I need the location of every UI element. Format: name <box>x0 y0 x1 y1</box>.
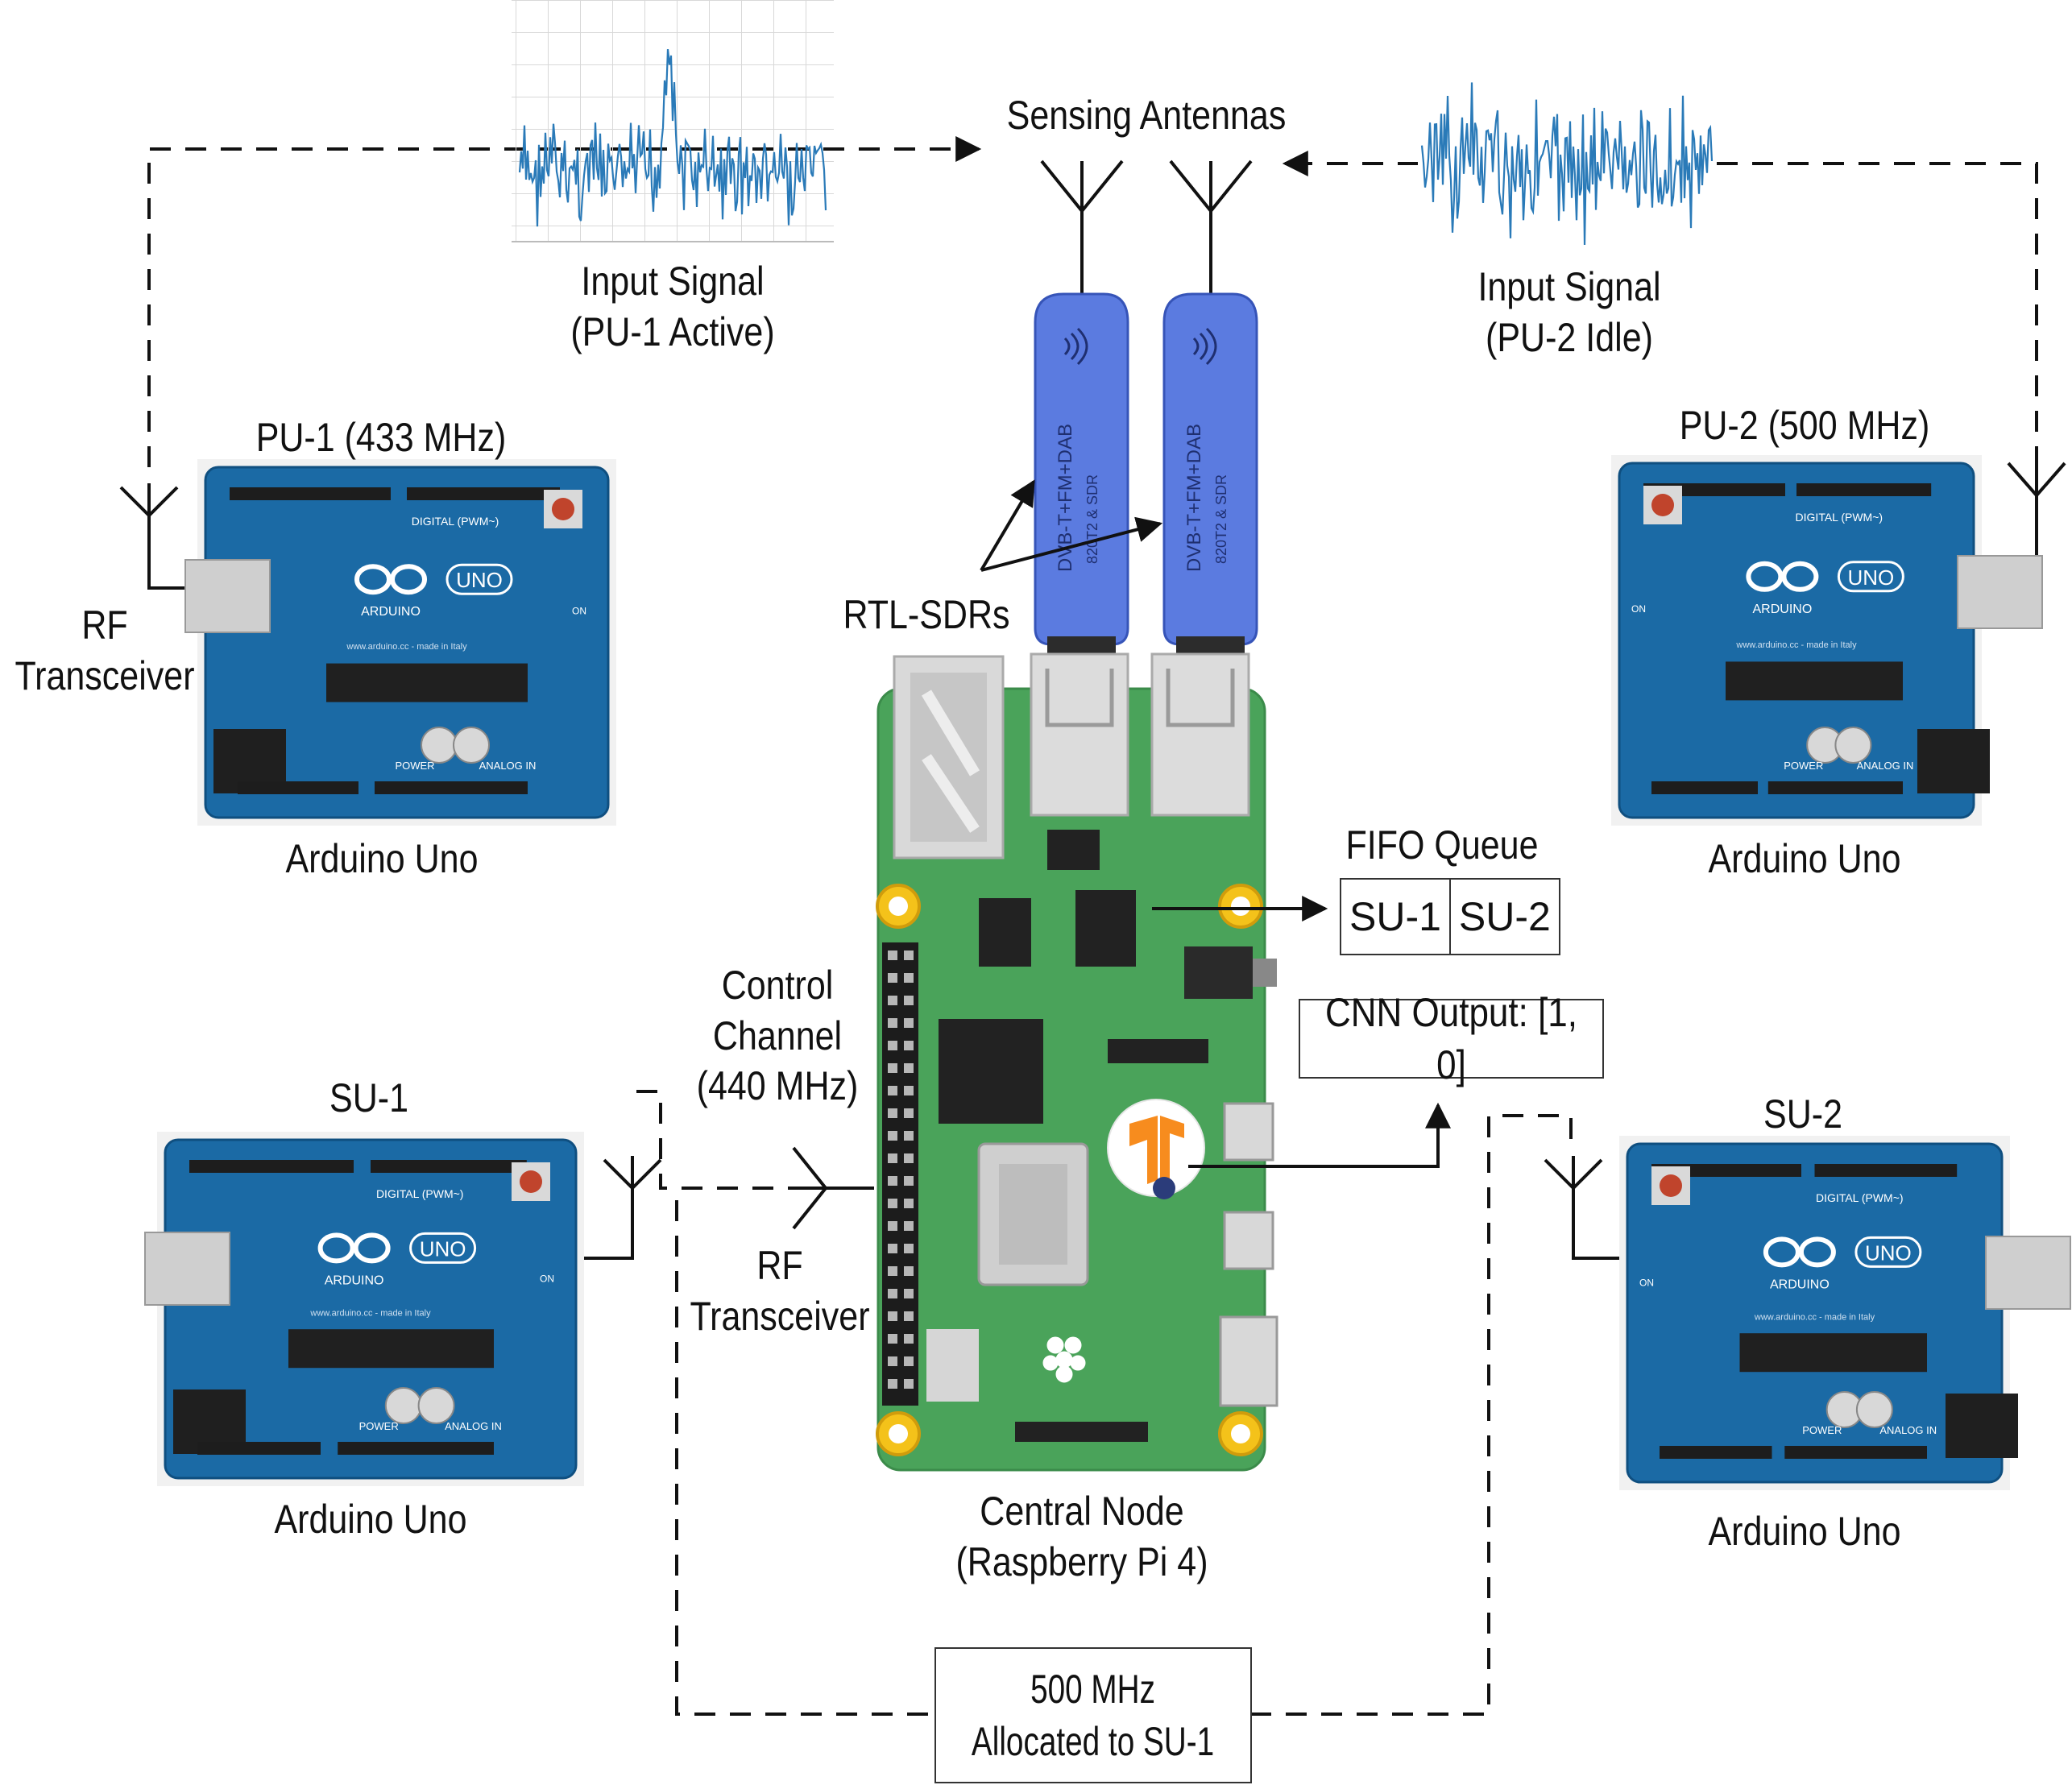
sdr1-model-text: 820T2 & SDR <box>1084 474 1100 564</box>
sensing-antennas-label: Sensing Antennas <box>1006 93 1287 138</box>
allocation-line2: Allocated to SU-1 <box>972 1718 1215 1764</box>
cnn-output-text: CNN Output: [1, 0] <box>1324 989 1578 1087</box>
fifo-item-su2: SU-2 <box>1448 880 1559 954</box>
pu1-arduino-board-arduino-text: ARDUINO <box>361 605 421 619</box>
control-channel-line2: Channel <box>712 1013 843 1058</box>
pu1-arduino-board-power-text: POWER <box>395 760 434 772</box>
su2-arduino-board-arduino-text: ARDUINO <box>1770 1278 1830 1291</box>
signal-plot-pu1 <box>512 0 834 242</box>
pu2-arduino-board-power-text: POWER <box>1784 760 1823 772</box>
pu1-arduino-board: UNO ARDUINO DIGITAL (PWM~) POWER ANALOG IN ww… <box>184 459 616 826</box>
pu1-arduino-board-uno-text: UNO <box>456 568 503 592</box>
rf-transceiver-left-line2: Transceiver <box>15 652 195 698</box>
cnn-output-box: CNN Output: [1, 0] <box>1299 990 1604 1087</box>
su1-arduino-board-on-text: ON <box>540 1273 554 1284</box>
su2-arduino-board-digital-text: DIGITAL (PWM~) <box>1816 1191 1904 1204</box>
su1-arduino-board-power-text: POWER <box>359 1420 399 1432</box>
pu2-antenna <box>1974 459 2066 561</box>
control-channel-label: Control Channel (440 MHz) <box>697 960 859 1112</box>
signal-plot-pu2 <box>1418 82 1716 246</box>
fifo-queue: SU-1 SU-2 <box>1340 878 1560 955</box>
su1-arduino-board: UNO ARDUINO DIGITAL (PWM~) POWER ANALOG IN ww… <box>144 1132 584 1486</box>
pu2-arduino-board-made-in-text: www.arduino.cc - made in Italy <box>1735 640 1857 650</box>
pu1-arduino-board-analog-text: ANALOG IN <box>479 760 537 772</box>
input-signal-pu1-line1: Input Signal <box>581 259 765 304</box>
rf-transceiver-left-label: RF Transceiver <box>15 600 194 701</box>
pu1-arduino-board-digital-text: DIGITAL (PWM~) <box>412 515 499 528</box>
rtl-sdrs-label: RTL-SDRs <box>843 592 1010 637</box>
allocation-box: 500 MHz Allocated to SU-1 <box>934 1647 1252 1783</box>
input-signal-pu2-line2: (PU-2 Idle) <box>1486 314 1653 360</box>
su1-antenna <box>576 1156 662 1260</box>
su2-arduino-board-made-in-text: www.arduino.cc - made in Italy <box>1754 1312 1875 1322</box>
fifo-item-su1: SU-1 <box>1349 894 1441 939</box>
sensing-antenna-1 <box>1040 159 1124 294</box>
allocation-link-right <box>1250 1114 1573 1716</box>
control-channel-line3: (440 MHz) <box>696 1063 859 1108</box>
pu2-arduino-board-analog-text: ANALOG IN <box>1857 760 1914 772</box>
input-signal-pu1-label: Input Signal (PU-1 Active) <box>570 256 774 357</box>
sensing-antenna-2 <box>1169 159 1253 294</box>
input-signal-pu2-label: Input Signal (PU-2 Idle) <box>1477 262 1660 362</box>
allocation-link-left <box>675 1200 936 1716</box>
sdr2-model-text: 820T2 & SDR <box>1213 474 1229 564</box>
pu1-arduino-label: Arduino Uno <box>285 836 479 881</box>
central-node-line1: Central Node <box>980 1489 1184 1534</box>
pu1-arduino-board-made-in-text: www.arduino.cc - made in Italy <box>346 642 467 652</box>
su2-title: SU-2 <box>1763 1091 1842 1137</box>
sdr2-brand-text: DVB-T+FM+DAB <box>1183 424 1205 572</box>
su1-arduino-board-analog-text: ANALOG IN <box>445 1420 502 1432</box>
su2-arduino-board-on-text: ON <box>1639 1277 1654 1288</box>
input-signal-pu1-line2: (PU-1 Active) <box>570 309 775 354</box>
pu2-to-sensing-link <box>1289 162 2038 467</box>
pu2-title: PU-2 (500 MHz) <box>1679 403 1930 448</box>
pu1-title: PU-1 (433 MHz) <box>255 415 507 460</box>
center-rf-antenna <box>789 1146 874 1230</box>
rtl-sdr-arrow-2 <box>980 516 1163 572</box>
su1-arduino-board-digital-text: DIGITAL (PWM~) <box>376 1187 464 1200</box>
pu2-arduino-label: Arduino Uno <box>1708 836 1901 881</box>
su2-arduino-board-power-text: POWER <box>1802 1424 1842 1436</box>
rf-transceiver-center-line1: RF <box>756 1243 803 1288</box>
rf-transceiver-center-line2: Transceiver <box>690 1293 870 1339</box>
rf-transceiver-left-line1: RF <box>81 603 128 648</box>
fifo-queue-title: FIFO Queue <box>1345 822 1539 868</box>
tensorflow-icon <box>1129 1116 1184 1184</box>
central-node-line2: (Raspberry Pi 4) <box>955 1539 1208 1584</box>
tensorflow-to-cnn-arrow <box>1188 1102 1451 1168</box>
su1-title: SU-1 <box>329 1075 408 1120</box>
su1-control-link <box>636 1090 806 1190</box>
su1-arduino-label: Arduino Uno <box>274 1497 467 1542</box>
control-channel-line1: Control <box>721 963 834 1008</box>
su2-antenna <box>1544 1156 1627 1260</box>
chip-icon <box>1153 1177 1175 1199</box>
rtl-sdr-2: DVB-T+FM+DAB 820T2 & SDR <box>1162 292 1258 654</box>
su2-arduino-board-uno-text: UNO <box>1865 1240 1912 1265</box>
raspberry-pi-board <box>876 652 1278 1472</box>
pu2-arduino-board: UNO ARDUINO DIGITAL (PWM~) POWER ANALOG IN ww… <box>1611 455 2043 826</box>
su1-arduino-board-uno-text: UNO <box>420 1236 466 1261</box>
rf-transceiver-center-label: RF Transceiver <box>690 1240 869 1341</box>
central-node-label: Central Node (Raspberry Pi 4) <box>955 1486 1208 1587</box>
pu1-arduino-board-on-text: ON <box>572 606 586 617</box>
input-signal-pu2-line1: Input Signal <box>1477 264 1661 309</box>
pu1-antenna <box>119 483 205 590</box>
pu2-arduino-board-uno-text: UNO <box>1848 565 1895 590</box>
su2-arduino-label: Arduino Uno <box>1708 1509 1901 1554</box>
rtl-sdr-1: DVB-T+FM+DAB 820T2 & SDR <box>1034 292 1129 654</box>
su1-arduino-board-arduino-text: ARDUINO <box>325 1274 384 1287</box>
su2-arduino-board-analog-text: ANALOG IN <box>1879 1424 1937 1436</box>
pu2-arduino-board-digital-text: DIGITAL (PWM~) <box>1796 511 1883 524</box>
su1-arduino-board-made-in-text: www.arduino.cc - made in Italy <box>309 1308 431 1318</box>
su2-arduino-board: UNO ARDUINO DIGITAL (PWM~) POWER ANALOG IN ww… <box>1619 1136 2071 1490</box>
pu2-arduino-board-arduino-text: ARDUINO <box>1753 603 1813 616</box>
pu2-arduino-board-on-text: ON <box>1631 603 1646 615</box>
rtl-sdr-arrow-1 <box>980 479 1035 572</box>
allocation-line1: 500 MHz <box>1030 1666 1156 1712</box>
